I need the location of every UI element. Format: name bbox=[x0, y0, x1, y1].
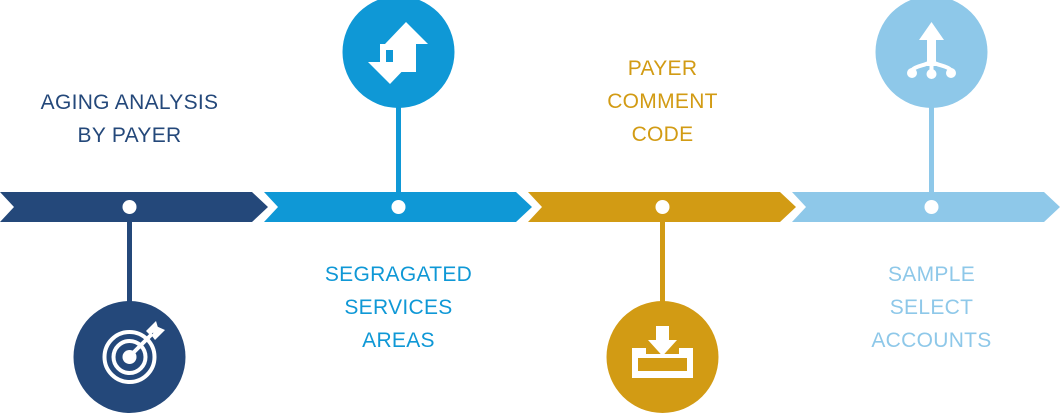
step-label-line: SAMPLE bbox=[888, 263, 975, 286]
timeline-dot-4 bbox=[924, 200, 939, 214]
timeline-dot-2 bbox=[391, 200, 406, 214]
step-label-line: ACCOUNTS bbox=[871, 329, 992, 352]
step-label-line: CODE bbox=[631, 123, 694, 146]
step-label-aging-analysis: AGING ANALYSIS BY PAYER bbox=[0, 86, 259, 152]
up-down-arrows-icon bbox=[342, 0, 455, 108]
timeline-dot-3 bbox=[655, 200, 670, 214]
branch-arrow-icon bbox=[875, 0, 988, 108]
step-label-line: SERVICES bbox=[344, 296, 453, 319]
connector-4 bbox=[929, 100, 934, 207]
step-label-sample-select-accounts: SAMPLE SELECT ACCOUNTS bbox=[802, 258, 1061, 357]
connector-2 bbox=[396, 100, 401, 207]
timeline-dot-1 bbox=[122, 200, 137, 214]
step-label-line: PAYER bbox=[627, 57, 698, 80]
step-label-line: BY PAYER bbox=[77, 124, 182, 147]
inbox-download-icon bbox=[606, 301, 719, 413]
step-label-segragated-services: SEGRAGATED SERVICES AREAS bbox=[269, 258, 528, 357]
step-label-line: AREAS bbox=[362, 329, 435, 352]
step-label-line: SELECT bbox=[889, 296, 974, 319]
step-label-line: SEGRAGATED bbox=[324, 263, 473, 286]
connector-1 bbox=[127, 207, 132, 312]
step-label-line: AGING ANALYSIS bbox=[40, 91, 219, 114]
connector-3 bbox=[660, 207, 665, 312]
step-label-payer-comment-code: PAYER COMMENT CODE bbox=[533, 52, 792, 151]
step-label-line: COMMENT bbox=[607, 90, 718, 113]
target-icon bbox=[73, 301, 186, 413]
